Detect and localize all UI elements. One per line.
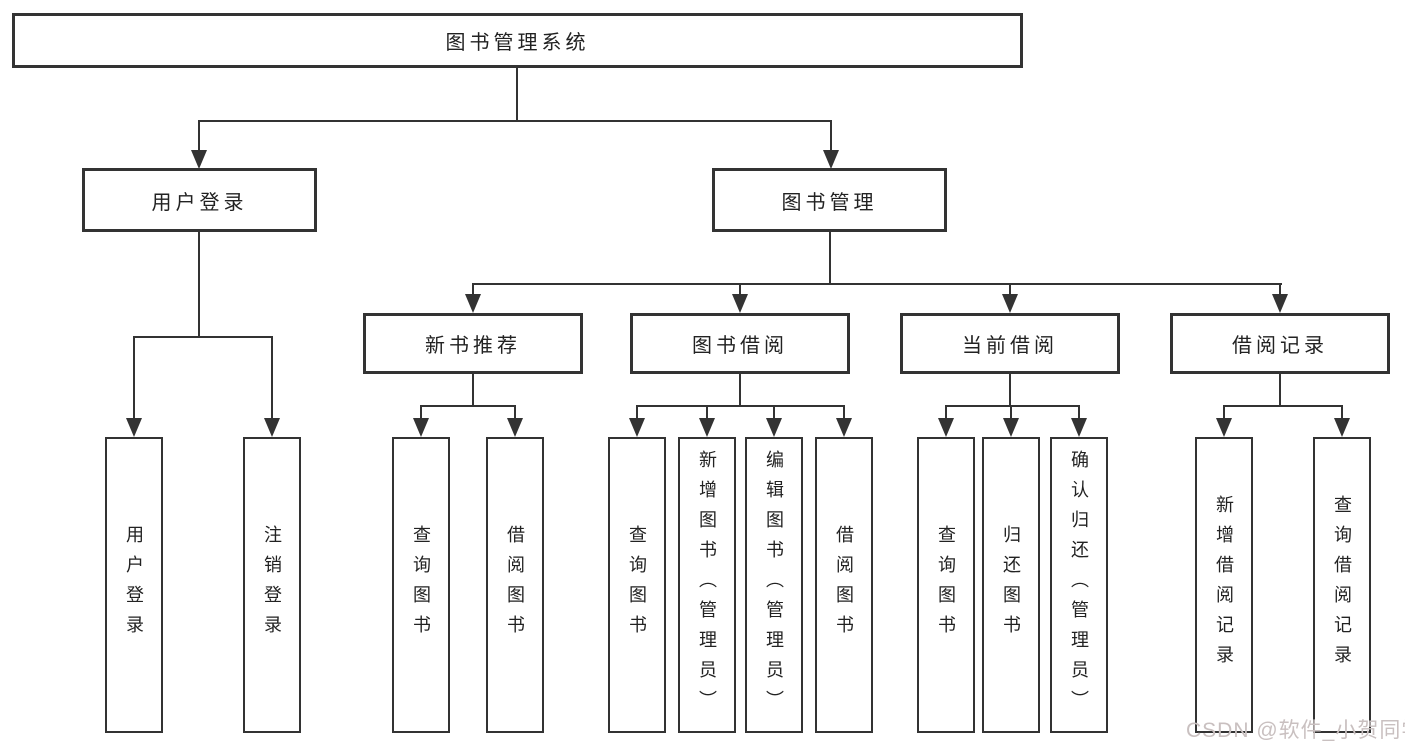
connector-borrow-records-horizontal [1223,405,1343,407]
connector-leaf [1078,405,1080,420]
leaf-edit-books-admin: 编辑图书（管理员） [745,437,803,733]
leaf-query-books-newbooks: 查询图书 [392,437,450,733]
leaf-query-books-label: 查询图书 [411,525,431,645]
leaf-return-books: 归还图书 [982,437,1040,733]
arrow-down-icon [507,418,523,437]
arrow-down-icon [1071,418,1087,437]
connector-book-mgmt-stem [829,232,831,285]
arrow-down-icon [699,418,715,437]
arrow-down-icon [836,418,852,437]
arrow-down-icon [1272,294,1288,313]
leaf-add-borrow-record-label: 新增借阅记录 [1214,495,1234,675]
arrow-down-icon [1334,418,1350,437]
node-root-label: 图书管理系统 [445,32,590,54]
arrow-down-icon [629,418,645,437]
node-book-borrow: 图书借阅 [630,313,850,374]
connector-current-borrow-horizontal [945,405,1080,407]
leaf-query-books-borrow: 查询图书 [608,437,666,733]
connector-leaf [1223,405,1225,420]
connector-leaf [420,405,422,420]
leaf-borrow-books-borrow: 借阅图书 [815,437,873,733]
leaf-return-books-label: 归还图书 [1001,525,1021,645]
leaf-query-books-label: 查询图书 [627,525,647,645]
arrow-down-icon [413,418,429,437]
connector-to-borrow-records [1279,283,1281,297]
leaf-query-books-current: 查询图书 [917,437,975,733]
arrow-down-icon [465,294,481,313]
leaf-logout-label: 注销登录 [262,525,282,645]
leaf-query-books-label: 查询图书 [936,525,956,645]
node-book-borrow-label: 图书借阅 [692,335,788,357]
leaf-confirm-return-admin: 确认归还（管理员） [1050,437,1108,733]
leaf-add-books-admin: 新增图书（管理员） [678,437,736,733]
node-book-mgmt: 图书管理 [712,168,947,232]
connector-leaf [514,405,516,420]
leaf-confirm-return-label: 确认归还（管理员） [1069,450,1089,720]
connector-leaf [945,405,947,420]
arrow-down-icon [823,150,839,169]
node-book-mgmt-label: 图书管理 [781,191,878,214]
leaf-user-login-label: 用户登录 [124,525,144,645]
connector-root-stem [516,68,518,122]
node-borrow-records-label: 借阅记录 [1232,335,1328,357]
connector-root-horizontal [198,120,832,122]
node-current-borrow: 当前借阅 [900,313,1120,374]
node-current-borrow-label: 当前借阅 [962,335,1058,357]
connector-level2-horizontal [472,283,1282,285]
arrow-down-icon [264,418,280,437]
connector-leaf [706,405,708,420]
leaf-user-login: 用户登录 [105,437,163,733]
connector-current-borrow-stem [1009,374,1011,407]
node-new-books-label: 新书推荐 [425,335,521,357]
leaf-borrow-books-label: 借阅图书 [505,525,525,645]
arrow-down-icon [732,294,748,313]
connector-leaf [843,405,845,420]
connector-to-login-leaf [133,336,135,420]
connector-leaf [1010,405,1012,420]
arrow-down-icon [1003,418,1019,437]
node-new-books: 新书推荐 [363,313,583,374]
connector-leaf [636,405,638,420]
arrow-down-icon [1216,418,1232,437]
connector-to-new-books [472,283,474,297]
connector-book-borrow-horizontal [636,405,845,407]
node-user-login: 用户登录 [82,168,317,232]
connector-to-logout-leaf [271,336,273,420]
leaf-borrow-books-label: 借阅图书 [834,525,854,645]
connector-leaf [1341,405,1343,420]
leaf-add-borrow-record: 新增借阅记录 [1195,437,1253,733]
connector-leaf [773,405,775,420]
node-borrow-records: 借阅记录 [1170,313,1390,374]
arrow-down-icon [191,150,207,169]
connector-user-login-stem [198,232,200,338]
connector-to-book-borrow [739,283,741,297]
arrow-down-icon [766,418,782,437]
leaf-query-borrow-record: 查询借阅记录 [1313,437,1371,733]
connector-user-login-horizontal [133,336,273,338]
arrow-down-icon [938,418,954,437]
connector-book-borrow-stem [739,374,741,407]
leaf-query-borrow-record-label: 查询借阅记录 [1332,495,1352,675]
leaf-logout: 注销登录 [243,437,301,733]
arrow-down-icon [1002,294,1018,313]
connector-borrow-records-stem [1279,374,1281,407]
connector-to-book-mgmt [830,120,832,152]
connector-new-books-horizontal [420,405,516,407]
node-user-login-label: 用户登录 [151,191,248,214]
connector-new-books-stem [472,374,474,407]
leaf-borrow-books-newbooks: 借阅图书 [486,437,544,733]
leaf-add-books-label: 新增图书（管理员） [697,450,717,720]
leaf-edit-books-label: 编辑图书（管理员） [764,450,784,720]
arrow-down-icon [126,418,142,437]
node-root: 图书管理系统 [12,13,1023,68]
watermark: CSDN @软件_小贺同学 [1186,719,1405,742]
connector-to-user-login [198,120,200,152]
connector-to-current-borrow [1009,283,1011,297]
